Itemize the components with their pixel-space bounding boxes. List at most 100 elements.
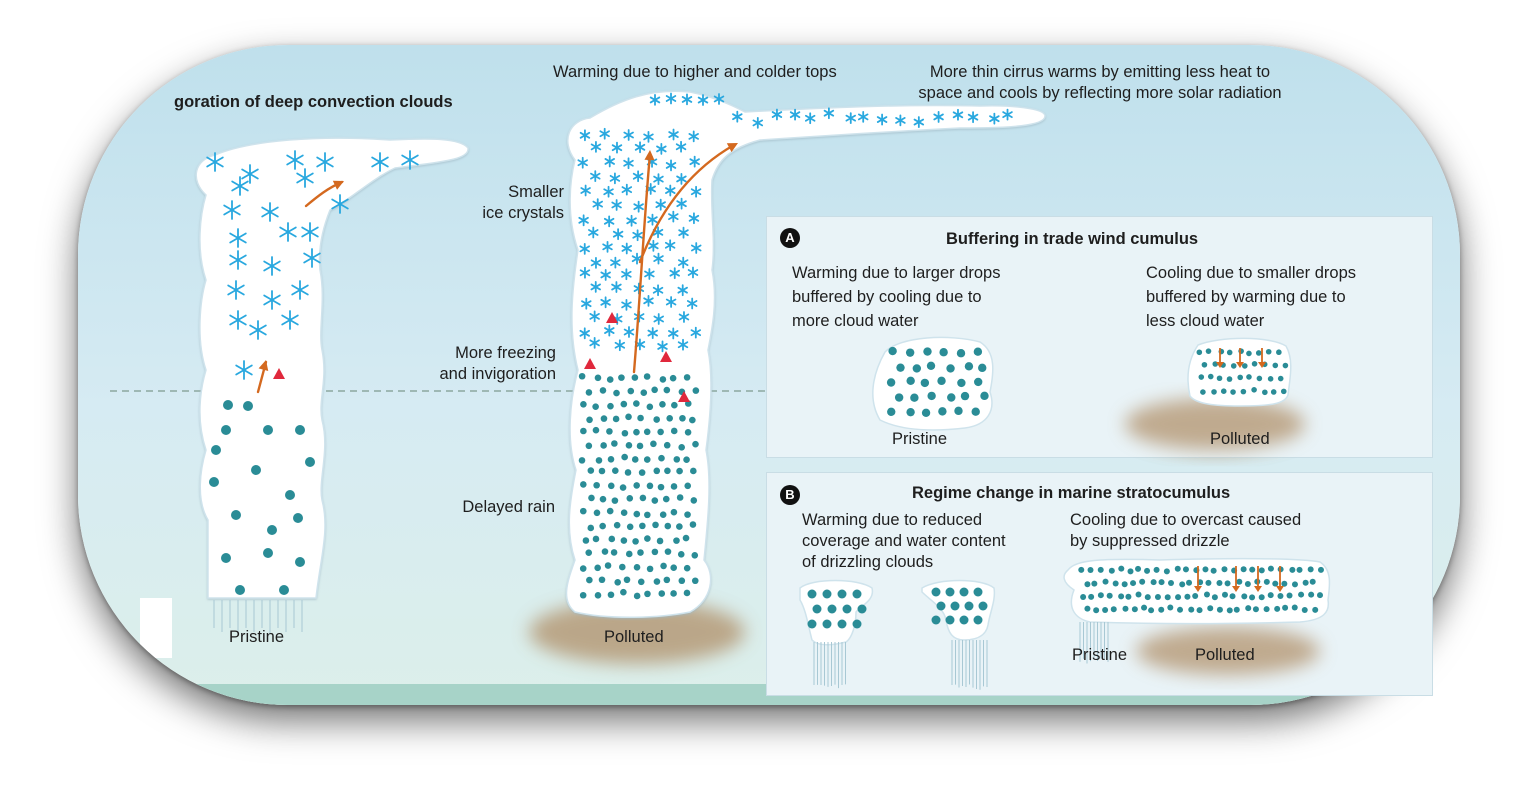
ice-crystal xyxy=(603,215,615,228)
ice-crystal xyxy=(263,256,281,276)
ice-crystal xyxy=(579,266,591,279)
droplet xyxy=(643,456,651,463)
droplet xyxy=(221,553,231,563)
droplet xyxy=(646,565,654,573)
ice-crystal xyxy=(752,117,764,129)
ice-crystal xyxy=(690,326,702,339)
droplet xyxy=(646,403,654,411)
ice-crystal xyxy=(804,112,816,125)
ice-crystal xyxy=(678,311,690,323)
droplet xyxy=(663,576,671,584)
panel-a-pristine: Pristine xyxy=(892,430,948,448)
updraft-arrow-polluted-anvil xyxy=(638,143,736,264)
droplet xyxy=(631,456,639,463)
panel-a xyxy=(766,216,1433,458)
ice-crystal xyxy=(580,184,591,197)
label-more-freezing: More freezing and invigoration xyxy=(439,344,557,383)
droplet xyxy=(650,440,657,448)
droplet xyxy=(231,510,241,520)
panel-b-badge: B xyxy=(780,485,800,505)
droplet xyxy=(651,548,659,556)
droplet xyxy=(223,400,233,410)
ice-crystal xyxy=(609,172,621,185)
ice-crystal xyxy=(665,296,677,308)
ice-crystal xyxy=(603,185,614,198)
droplet xyxy=(670,508,678,516)
ice-crystal xyxy=(653,313,664,325)
droplet xyxy=(690,467,697,475)
ice-crystal xyxy=(296,168,314,188)
ice-crystal xyxy=(632,170,644,183)
droplet xyxy=(613,521,621,529)
ice-crystal xyxy=(665,92,677,105)
ice-crystal xyxy=(713,93,725,105)
ice-crystal xyxy=(279,222,297,242)
droplet xyxy=(243,401,253,411)
ice-crystal xyxy=(371,152,389,172)
droplet xyxy=(585,549,593,556)
ice-crystal xyxy=(678,226,689,239)
droplet xyxy=(633,400,640,407)
droplet xyxy=(637,414,644,422)
droplet xyxy=(691,577,699,585)
ice-crystal xyxy=(633,200,644,213)
droplet xyxy=(606,376,614,383)
panel-b-pristine: Pristine xyxy=(1072,646,1128,664)
ice-crystal xyxy=(681,93,693,106)
ice-crystal xyxy=(206,152,224,172)
droplet xyxy=(623,576,631,584)
ice-crystal xyxy=(223,200,241,220)
droplet xyxy=(632,538,639,545)
droplet xyxy=(606,428,613,435)
droplet xyxy=(653,578,661,585)
ice-crystal xyxy=(771,108,783,121)
droplet xyxy=(633,510,641,518)
ice-crystal xyxy=(677,338,689,351)
updraft-arrow-polluted-center xyxy=(632,152,652,374)
droplet xyxy=(664,548,672,555)
droplet xyxy=(684,482,692,490)
droplet xyxy=(295,557,305,567)
droplet xyxy=(580,427,587,435)
droplet xyxy=(579,591,587,599)
cloud-pristine-deep xyxy=(195,137,469,599)
droplet xyxy=(607,591,615,599)
droplet xyxy=(684,511,691,518)
ice-crystal xyxy=(653,173,664,186)
ice-crystal xyxy=(895,114,906,127)
ice-crystal xyxy=(691,242,702,254)
droplet xyxy=(580,481,587,488)
droplet xyxy=(619,563,626,571)
ice-crystal xyxy=(677,284,688,297)
droplet xyxy=(657,428,664,436)
ice-crystal xyxy=(989,112,1000,125)
ice-crystal xyxy=(676,197,687,210)
droplet xyxy=(678,577,686,585)
droplet xyxy=(673,456,681,463)
ice-crystal xyxy=(687,266,699,279)
ice-crystal xyxy=(669,267,680,280)
droplet xyxy=(611,497,619,504)
droplet xyxy=(662,495,670,503)
ice-crystal xyxy=(261,202,279,222)
ice-crystal xyxy=(602,240,613,253)
ice-crystal xyxy=(967,111,979,124)
ice-crystal xyxy=(876,113,888,126)
ice-crystal xyxy=(577,156,588,169)
ice-crystal xyxy=(249,320,267,340)
droplet xyxy=(606,507,614,515)
droplet xyxy=(267,525,277,535)
ice-crystal xyxy=(647,327,658,339)
ice-crystal xyxy=(623,157,634,170)
droplet xyxy=(633,482,640,489)
ice-crystal xyxy=(689,155,700,168)
droplet xyxy=(295,425,305,435)
droplet xyxy=(660,562,667,570)
ice-crystal xyxy=(668,210,679,223)
droplet xyxy=(585,389,593,396)
droplet xyxy=(689,521,697,528)
droplet xyxy=(620,537,628,544)
panel-b-polluted: Polluted xyxy=(1195,646,1255,664)
arrowhead xyxy=(644,150,655,161)
droplet xyxy=(612,415,620,423)
